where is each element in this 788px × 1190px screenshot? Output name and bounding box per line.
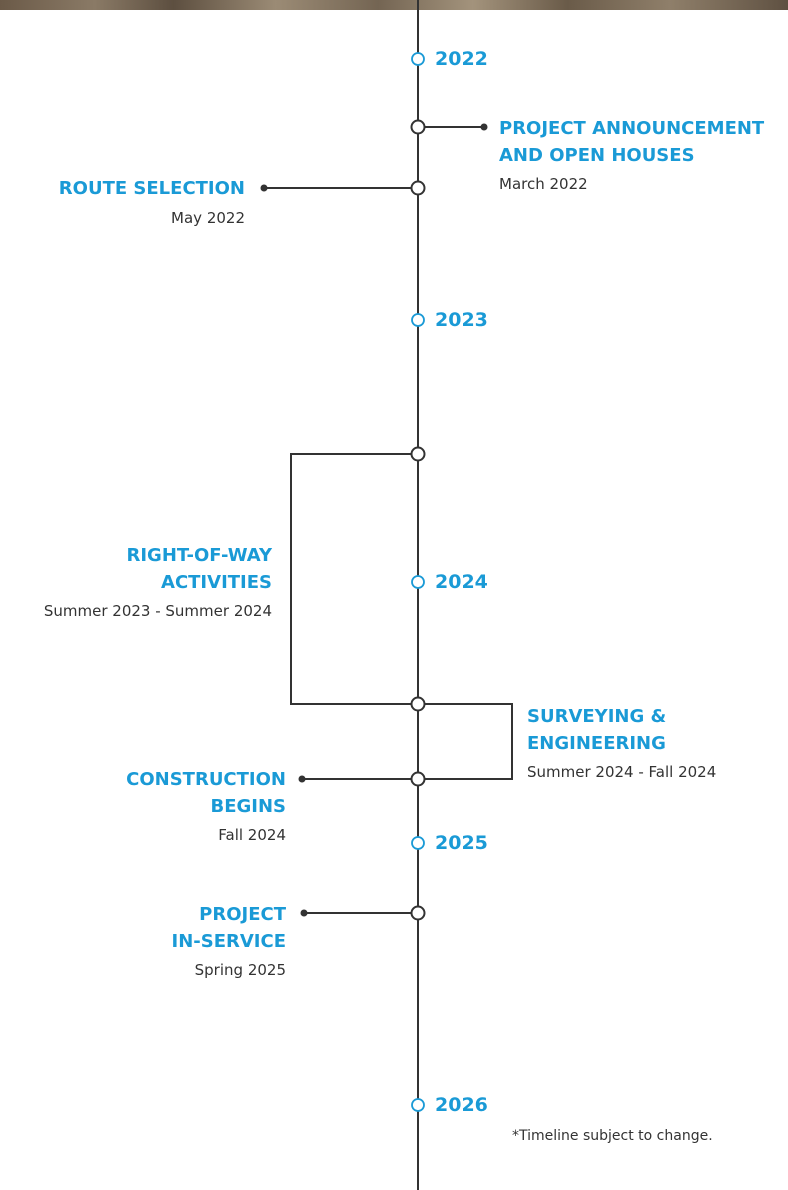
- inservice-node: [410, 905, 426, 921]
- construction-dot: [298, 775, 306, 783]
- surveying-date: Summer 2024 - Fall 2024: [527, 763, 717, 781]
- route-node: [410, 180, 426, 196]
- year-marker-2024: [411, 575, 425, 589]
- announcement-title-line2: AND OPEN HOUSES: [499, 145, 695, 166]
- inservice-title-line2: IN-SERVICE: [171, 931, 287, 952]
- year-label-2022: 2022: [435, 48, 488, 70]
- announcement-title-line1: PROJECT ANNOUNCEMENT: [499, 118, 765, 139]
- construction-title-line1: CONSTRUCTION: [126, 769, 286, 790]
- right-of-way-title-line1: RIGHT-OF-WAY: [126, 545, 273, 566]
- year-label-2024: 2024: [435, 571, 488, 593]
- surveying-bracket: [424, 703, 513, 780]
- construction-node: [410, 771, 426, 787]
- year-marker-2023: [411, 313, 425, 327]
- surveying-start-node: [410, 696, 426, 712]
- route-date: May 2022: [171, 209, 245, 227]
- year-marker-2025: [411, 836, 425, 850]
- timeline-disclaimer: *Timeline subject to change.: [512, 1128, 713, 1144]
- construction-date: Fall 2024: [218, 826, 286, 844]
- inservice-date: Spring 2025: [194, 961, 286, 979]
- route-dot: [260, 184, 268, 192]
- inservice-dot: [300, 909, 308, 917]
- route-title: ROUTE SELECTION: [58, 178, 245, 199]
- announcement-node: [410, 119, 426, 135]
- construction-title-line2: BEGINS: [210, 796, 286, 817]
- surveying-title-line2: ENGINEERING: [527, 733, 666, 754]
- surveying-title-line1: SURVEYING &: [527, 706, 667, 727]
- right-of-way-start-node: [410, 446, 426, 462]
- year-label-2026: 2026: [435, 1094, 488, 1116]
- year-label-2023: 2023: [435, 309, 488, 331]
- right-of-way-bracket: [290, 453, 412, 705]
- year-label-2025: 2025: [435, 832, 488, 854]
- right-of-way-date: Summer 2023 - Summer 2024: [43, 602, 272, 620]
- header-photo-strip: [0, 0, 788, 10]
- year-marker-2026: [411, 1098, 425, 1112]
- year-marker-2022: [411, 52, 425, 66]
- announcement-date: March 2022: [499, 175, 588, 193]
- announcement-dot: [480, 123, 488, 131]
- right-of-way-title-line2: ACTIVITIES: [161, 572, 272, 593]
- inservice-title-line1: PROJECT: [199, 904, 286, 925]
